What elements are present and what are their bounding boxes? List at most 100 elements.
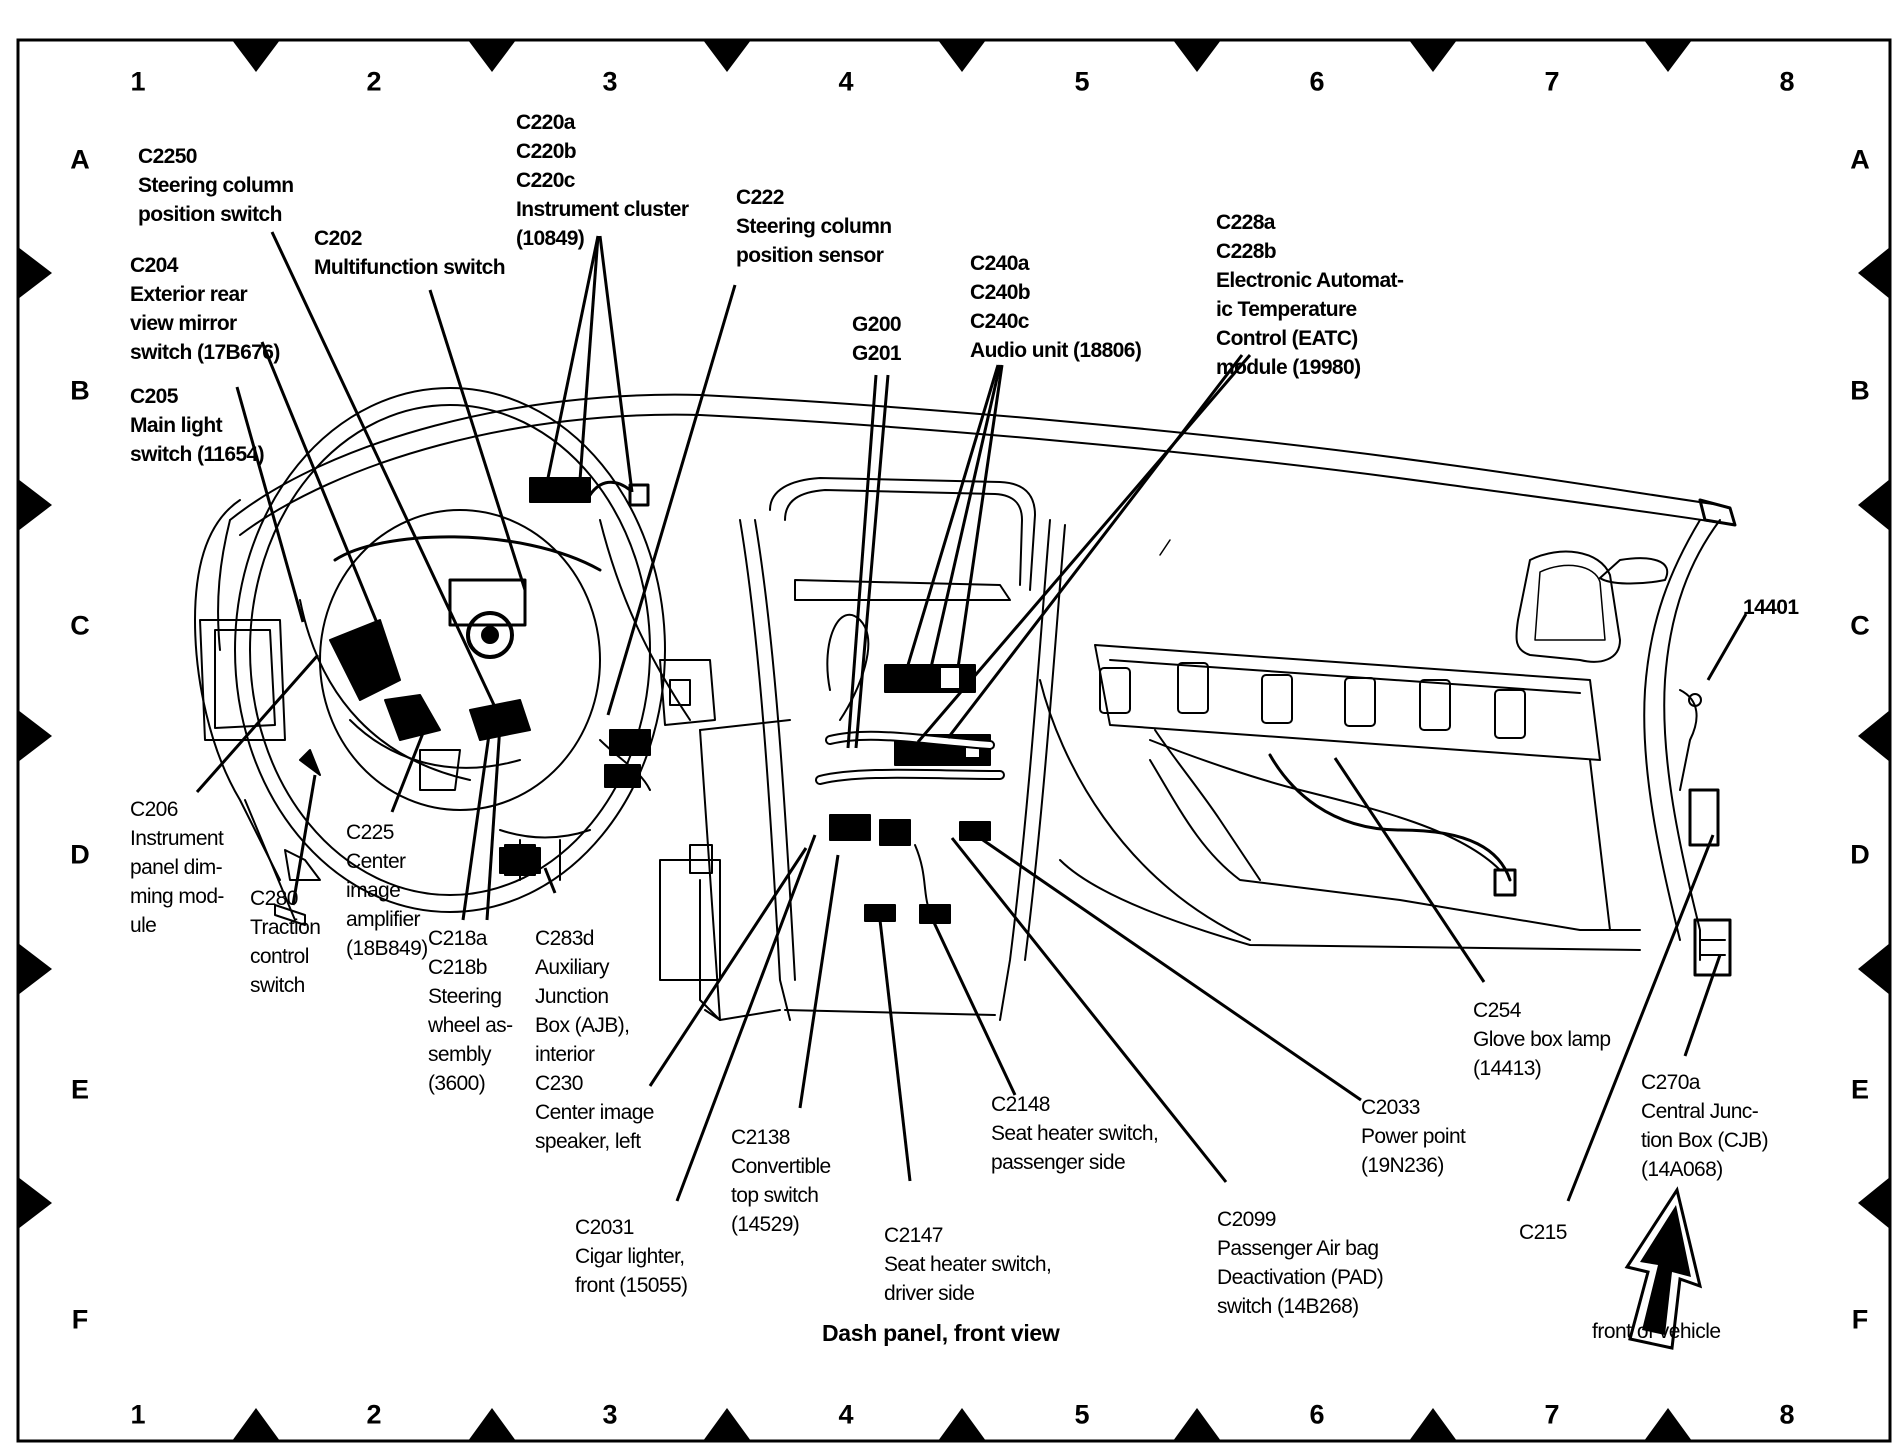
grid-triangle-bottom-4 — [938, 1408, 986, 1441]
connector-description: (14413) — [1473, 1057, 1542, 1080]
connector-description: front (15055) — [575, 1274, 688, 1297]
connector-description: Steering column — [736, 215, 892, 238]
grid-row-right-A: A — [1850, 144, 1870, 175]
connector-description: Glove box lamp — [1473, 1028, 1611, 1051]
connector-description: sembly — [428, 1043, 492, 1066]
grid-triangle-left-1 — [18, 247, 52, 299]
grid-row-right-F: F — [1851, 1304, 1869, 1335]
connector-description: image — [346, 879, 401, 902]
connector-description: speaker, left — [535, 1130, 641, 1153]
connector-description: Main light — [130, 414, 223, 437]
front-of-vehicle-label: front of vehicle — [1592, 1320, 1721, 1343]
front-of-vehicle-arrow-icon — [1624, 1186, 1703, 1350]
grid-column-top-2: 2 — [366, 66, 382, 97]
leader-line-c220-c — [598, 235, 634, 493]
grid-row-left-F: F — [71, 1304, 89, 1335]
connector-id: C283d — [535, 927, 594, 950]
grid-row-left-D: D — [70, 839, 90, 870]
connector-description: Seat heater switch, — [884, 1253, 1052, 1276]
connector-id: C228a — [1216, 211, 1275, 234]
grid-triangle-left-5 — [18, 1177, 52, 1229]
steering-wheel-rim — [249, 404, 651, 896]
connector-id: C2250 — [138, 145, 197, 168]
leader-line-c14401 — [1706, 613, 1748, 681]
connector-id: C225 — [346, 821, 394, 844]
leader-line-c204 — [260, 341, 395, 663]
grid-column-top-7: 7 — [1544, 66, 1560, 97]
connector-id: C2138 — [731, 1126, 790, 1149]
leader-line-c2099 — [950, 837, 1228, 1183]
grid-column-bottom-5: 5 — [1074, 1399, 1090, 1430]
grid-column-top-4: 4 — [838, 66, 854, 97]
connector-description: Power point — [1361, 1125, 1466, 1148]
connector-description: Multifunction switch — [314, 256, 506, 279]
dash-top-contour — [229, 393, 1721, 521]
connector-description: (14A068) — [1641, 1158, 1723, 1181]
leader-line-c283 — [543, 867, 557, 894]
leader-line-c2147 — [878, 919, 912, 1182]
leader-line-c202 — [428, 289, 527, 591]
connector-description: Box (AJB), — [535, 1014, 630, 1037]
connector-description: switch (11654) — [130, 443, 265, 466]
grid-column-top-5: 5 — [1074, 66, 1090, 97]
connector-id: C240a — [970, 252, 1029, 275]
grid-column-bottom-2: 2 — [366, 1399, 382, 1430]
connector-id: C222 — [736, 186, 784, 209]
connector-description: interior — [535, 1043, 595, 1066]
ajb-connector — [499, 847, 541, 874]
grid-triangle-left-3 — [18, 710, 52, 762]
connector-description: Control (EATC) — [1216, 327, 1358, 350]
connector-description: ic Temperature — [1216, 298, 1357, 321]
leader-line-c228-b — [946, 354, 1244, 739]
grid-column-bottom-1: 1 — [130, 1399, 146, 1430]
connector-description: amplifier — [346, 908, 421, 931]
connector-description: switch — [250, 974, 305, 997]
leader-line-g200-a — [846, 374, 878, 749]
connector-description: Cigar lighter, — [575, 1245, 685, 1268]
connector-description: driver side — [884, 1282, 975, 1305]
grid-triangle-top-3 — [703, 40, 751, 72]
grid-triangle-bottom-2 — [468, 1408, 516, 1441]
grid-triangle-right-4 — [1858, 943, 1890, 995]
center-stack — [769, 477, 1036, 591]
leader-line-g200-b — [854, 374, 890, 749]
grid-row-right-E: E — [1850, 1074, 1870, 1105]
leader-line-c220-a — [546, 235, 600, 479]
grid-triangle-bottom-7 — [1644, 1408, 1692, 1441]
grid-triangle-top-5 — [1173, 40, 1221, 72]
connector-description: Convertible — [731, 1155, 831, 1178]
connector-id: C2148 — [991, 1093, 1050, 1116]
connector-description: Instrument cluster — [516, 198, 689, 221]
leader-line-c240-a — [903, 364, 1000, 676]
instrument-cluster-connector — [529, 477, 591, 503]
grid-triangle-top-7 — [1644, 40, 1692, 72]
connector-id: C2031 — [575, 1216, 634, 1239]
leader-line-c280 — [291, 774, 317, 906]
leader-line-c270 — [1683, 954, 1722, 1057]
connector-id: C218a — [428, 927, 487, 950]
leader-line-c222 — [606, 284, 737, 716]
connector-description: C220b — [516, 140, 577, 163]
grid-triangle-left-2 — [18, 479, 52, 531]
leader-line-c220-b — [578, 235, 600, 481]
connector-description: (19N236) — [1361, 1154, 1444, 1177]
connector-description: top switch — [731, 1184, 819, 1207]
connector-description: C220c — [516, 169, 575, 192]
grid-row-left-C: C — [70, 610, 90, 641]
connector-description: G201 — [852, 342, 902, 365]
connector-description: Steering — [428, 985, 502, 1008]
grid-column-top-1: 1 — [130, 66, 146, 97]
connector-description: position sensor — [736, 244, 884, 267]
connector-description: Audio unit (18806) — [970, 339, 1142, 362]
